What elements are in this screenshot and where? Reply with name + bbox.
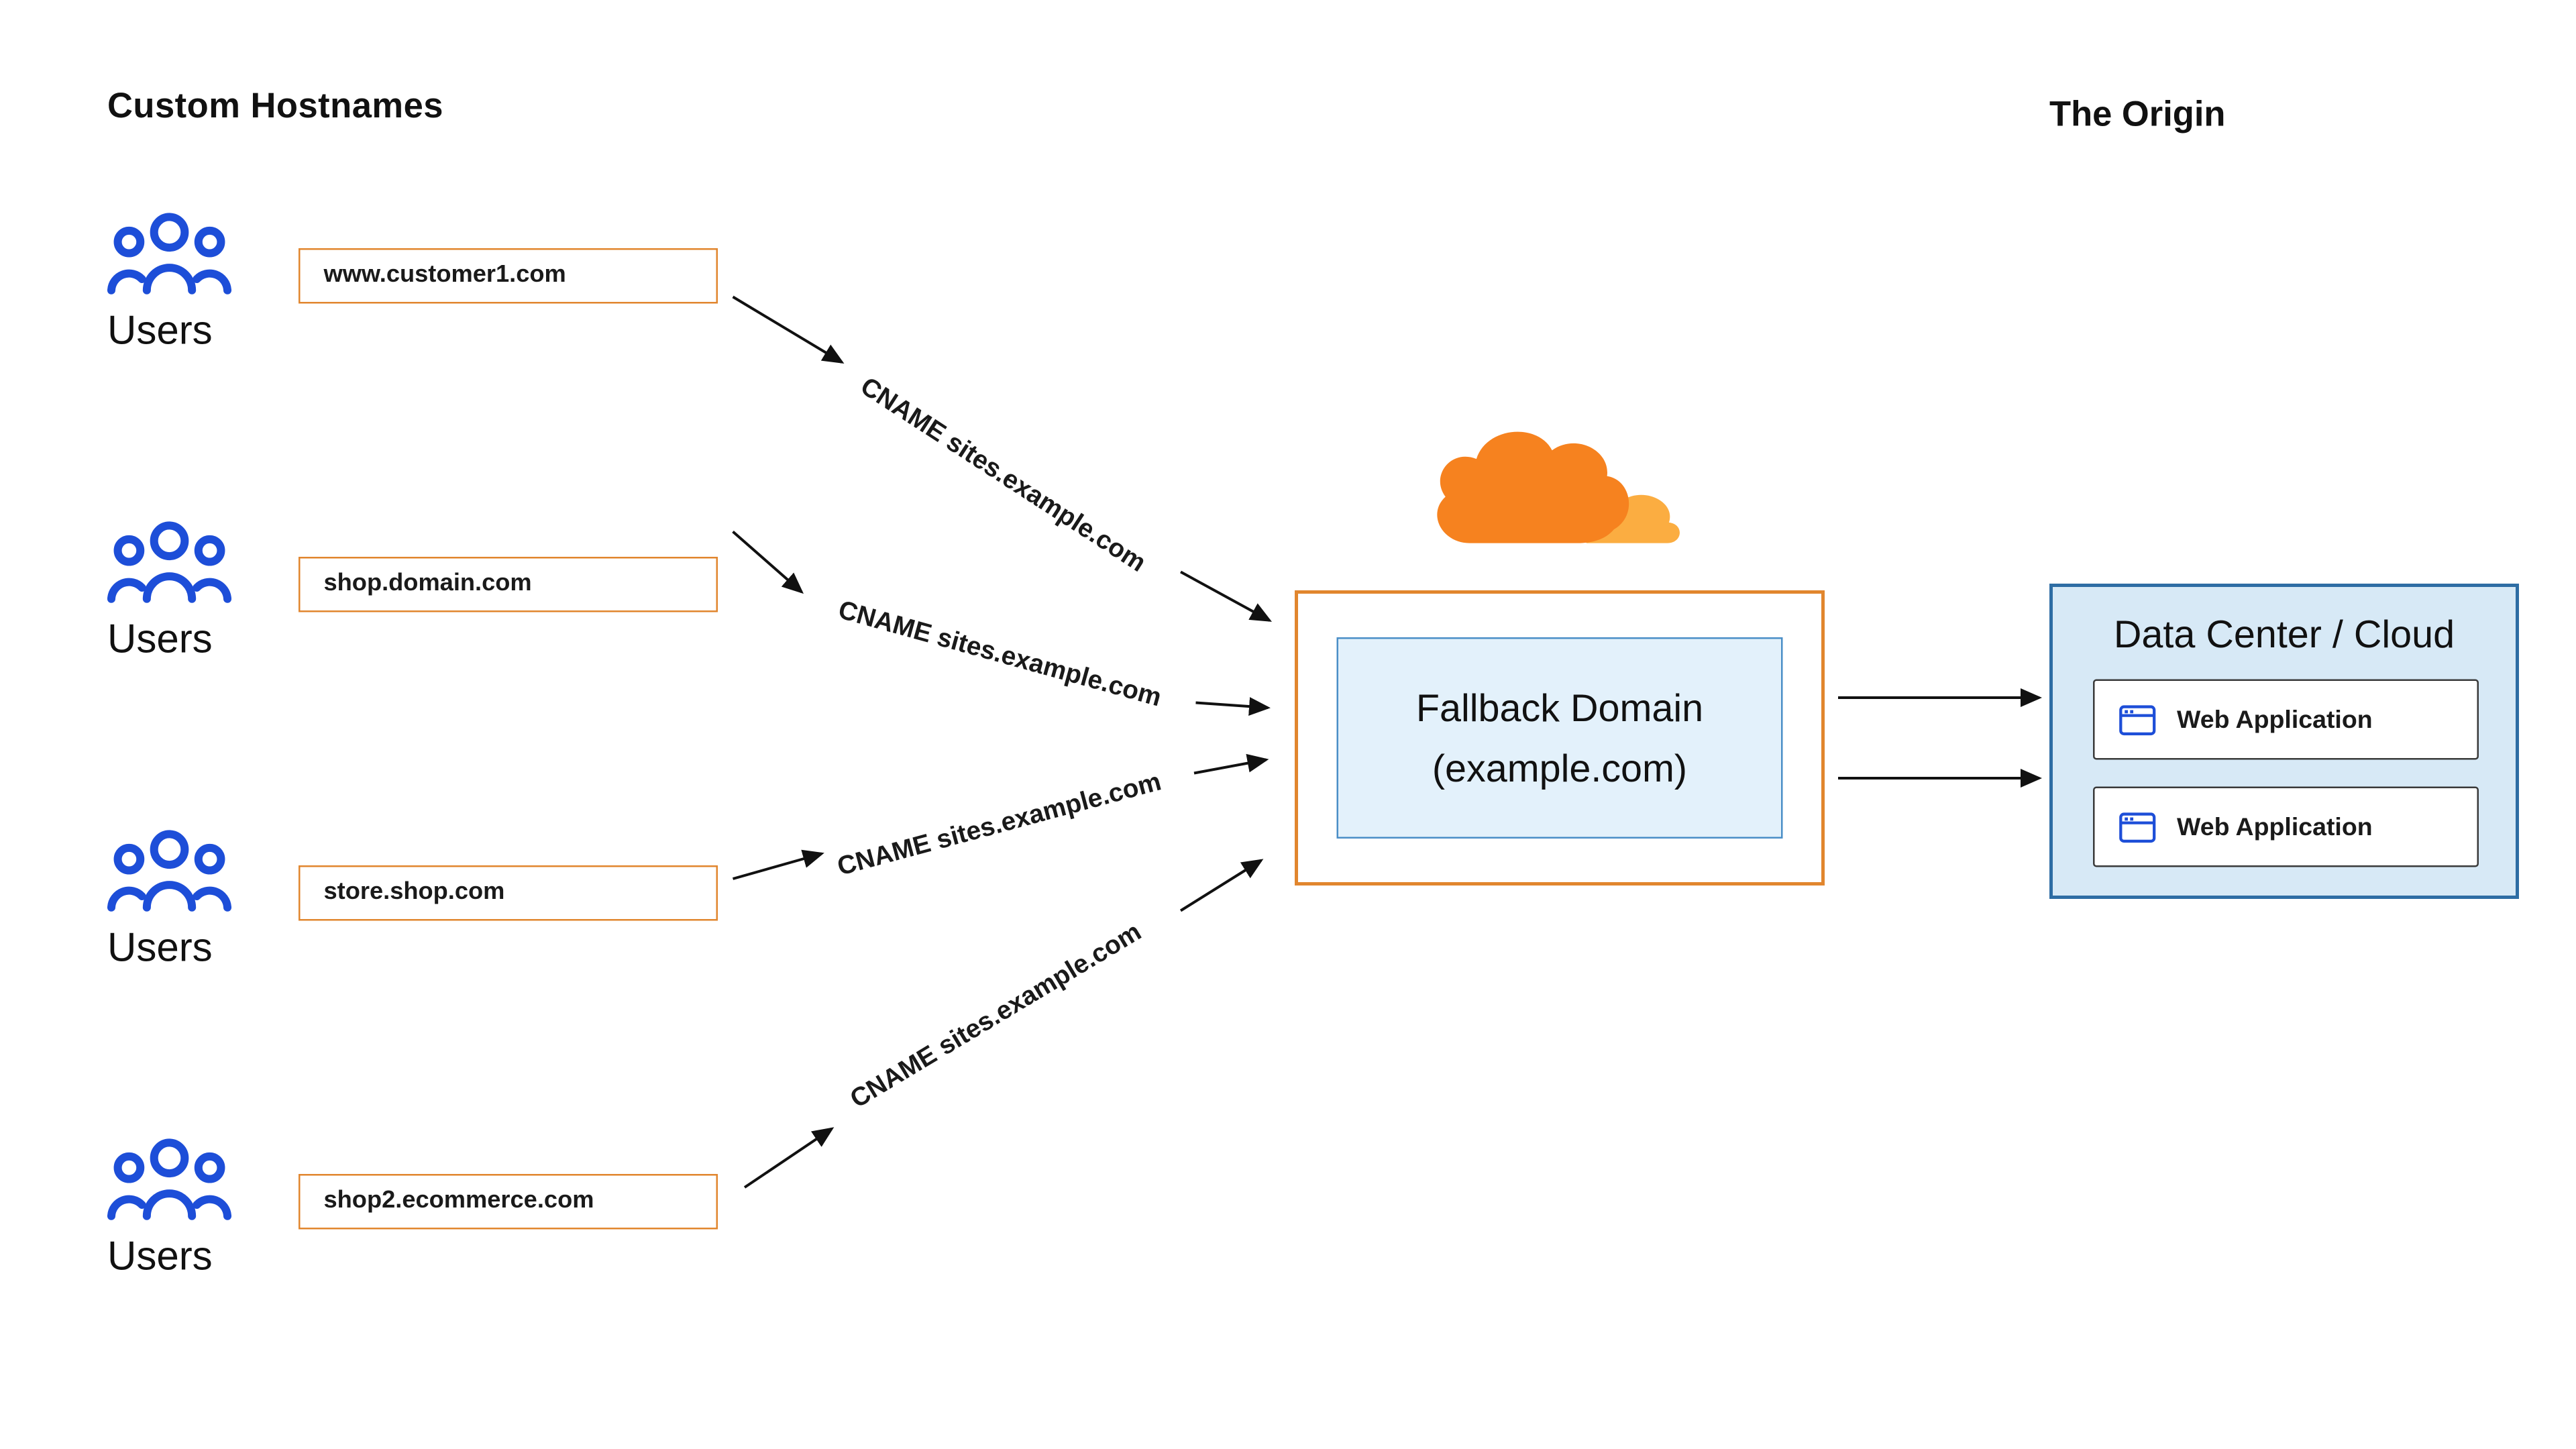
browser-window-icon (2119, 704, 2156, 735)
hostname-box: shop.domain.com (299, 557, 718, 612)
arrow-segment (743, 1127, 835, 1189)
arrow-segment (732, 295, 845, 364)
users-group-icon (107, 213, 231, 294)
users-group-icon (107, 830, 231, 912)
cname-label: CNAME sites.example.com (835, 595, 1165, 712)
hostname-box: shop2.ecommerce.com (299, 1174, 718, 1230)
cname-label: CNAME sites.example.com (835, 767, 1165, 881)
users-group-icon (107, 1138, 231, 1220)
cname-label: CNAME sites.example.com (845, 917, 1146, 1114)
origin-title-heading: The Origin (2049, 95, 2226, 135)
web-application-label: Web Application (2177, 812, 2373, 841)
users-label: Users (107, 1234, 213, 1280)
fallback-domain-box: Fallback Domain (example.com) (1336, 637, 1783, 839)
arrow-segment (1193, 753, 1269, 775)
cloudflare-logo-icon (1437, 431, 1680, 543)
data-center-box: Data Center / Cloud Web Application Web … (2049, 584, 2519, 899)
web-application-box: Web Application (2093, 679, 2479, 760)
arrow-segment (732, 530, 804, 594)
browser-window-icon (2119, 812, 2156, 842)
users-label: Users (107, 926, 213, 971)
arrow-segment (1179, 859, 1264, 912)
hostname-box: www.customer1.com (299, 248, 718, 304)
fallback-domain-line1: Fallback Domain (1415, 686, 1704, 730)
fallback-domain-line2: (example.com) (1432, 746, 1688, 790)
users-label: Users (107, 309, 213, 354)
web-application-box: Web Application (2093, 786, 2479, 867)
custom-hostnames-title: Custom Hostnames (107, 87, 444, 126)
users-group-icon (107, 521, 231, 603)
hostname-box: store.shop.com (299, 865, 718, 921)
cloudflare-front-cloud (1437, 431, 1629, 543)
data-center-title: Data Center / Cloud (2113, 612, 2455, 656)
web-application-label: Web Application (2177, 705, 2373, 734)
arrow-segment (732, 849, 824, 880)
cname-label: CNAME sites.example.com (855, 372, 1151, 578)
arrow-segment (1180, 570, 1273, 622)
arrow-segment (1195, 697, 1271, 716)
users-label: Users (107, 617, 213, 663)
